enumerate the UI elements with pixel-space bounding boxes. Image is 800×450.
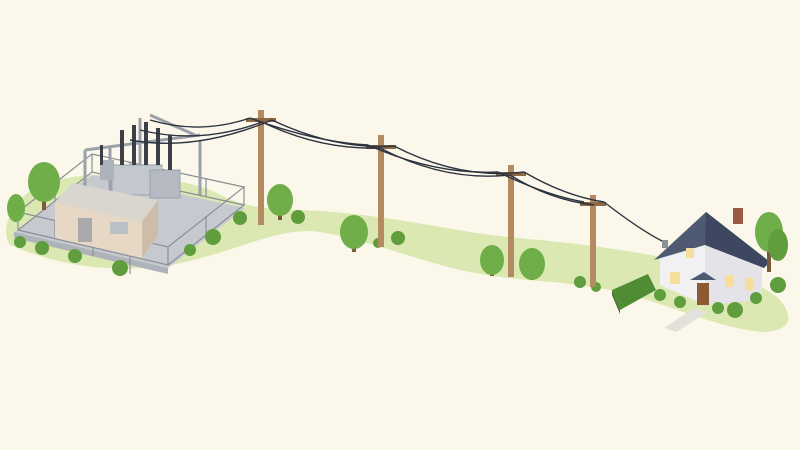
trees-house [654,212,788,318]
power-pole-3 [496,165,526,277]
house-path [664,308,708,332]
house-chimney [733,208,743,224]
house-window-upper [686,248,694,258]
house-window-left [670,272,680,284]
house-door [697,283,709,305]
power-lines [129,117,665,243]
power-pole-4 [580,195,606,287]
power-pole-1 [246,110,276,225]
house [654,208,770,305]
substation-control-building [55,183,158,258]
trees-substation [7,162,247,276]
house-window-right-1 [725,275,734,287]
control-building-window [110,222,128,234]
hedge [612,274,656,314]
control-building-door [78,218,92,242]
house-window-right-2 [745,278,754,290]
electric-meter [662,240,668,248]
substation-transformers [100,122,181,199]
